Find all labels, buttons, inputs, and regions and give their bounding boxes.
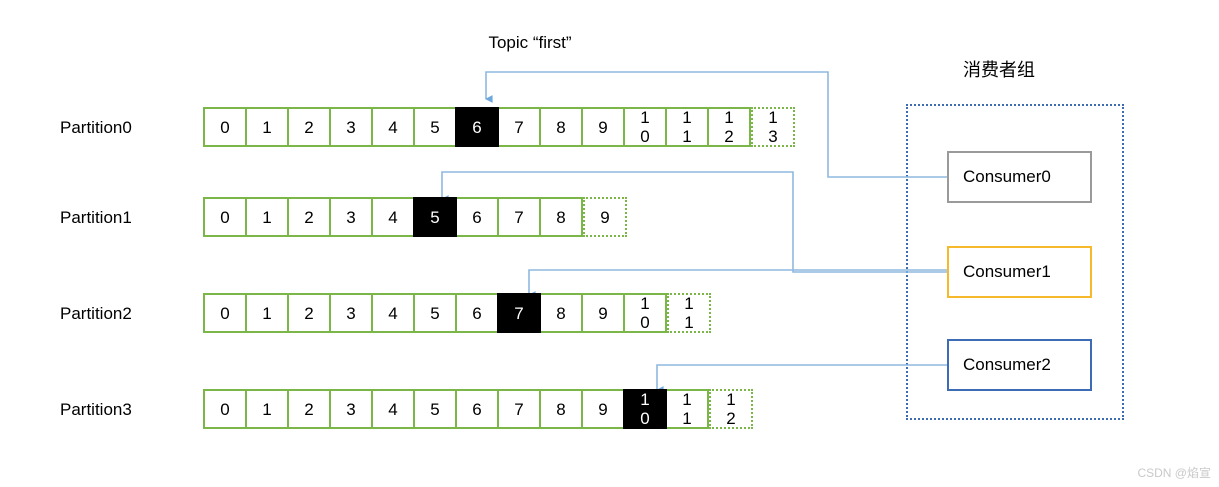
partition-cell: 0 [203,293,247,333]
partition-cell: 7 [497,107,541,147]
cell-digit: 1 [640,390,650,409]
cell-digit: 0 [640,127,650,146]
cell-digit: 0 [640,409,650,428]
partition-cell: 5 [413,293,457,333]
cell-digit: 1 [684,294,694,313]
cell-digit: 1 [640,108,650,127]
partition-cell: 8 [539,293,583,333]
cell-digit: 1 [768,108,778,127]
partition-cell: 2 [287,197,331,237]
partition-cell: 4 [371,293,415,333]
partition-cell: 6 [455,107,499,147]
partition-cell: 5 [413,197,457,237]
consumer-label-1: Consumer1 [963,262,1051,281]
cell-digit: 2 [726,409,736,428]
topic-title: Topic “first” [488,33,572,52]
consumer-label-0: Consumer0 [963,167,1051,186]
partition-cell: 3 [329,389,373,429]
consumer-box-2[interactable]: Consumer2 [947,339,1092,391]
partition-cell: 6 [455,197,499,237]
cell-digit: 1 [682,108,692,127]
partition-cell: 9 [581,389,625,429]
partition-cell: 0 [203,107,247,147]
partition-cell: 9 [583,197,627,237]
cell-digit: 1 [682,409,692,428]
partition-cell: 1 [245,389,289,429]
connector-consumer2-partition3 [656,364,947,394]
partition-cell: 2 [287,389,331,429]
partition-cell: 4 [371,197,415,237]
partition-cell: 8 [539,107,583,147]
partition-cell: 0 [203,389,247,429]
partition-cell: 4 [371,107,415,147]
partition-cell: 1 [245,197,289,237]
partition-cell: 0 [203,197,247,237]
consumer-box-1[interactable]: Consumer1 [947,246,1092,298]
cell-digit: 1 [640,294,650,313]
partition-cell: 9 [581,107,625,147]
partition-cell: 1 [245,107,289,147]
partition-cell: 4 [371,389,415,429]
partition-cell: 7 [497,293,541,333]
cell-digit: 3 [768,127,778,146]
partition-cell: 6 [455,293,499,333]
watermark: CSDN @焰宣 [1137,466,1211,480]
partition-cell: 6 [455,389,499,429]
cell-digit: 1 [682,127,692,146]
partition-cell: 3 [329,293,373,333]
partition-cell: 8 [539,389,583,429]
connector-consumer1-partition2 [528,269,947,299]
partition-cell: 2 [287,293,331,333]
cell-digit: 1 [726,390,736,409]
partition-label-1: Partition1 [60,208,132,227]
partition-cell: 3 [329,197,373,237]
consumer-label-2: Consumer2 [963,355,1051,374]
partition-label-3: Partition3 [60,400,132,419]
partition-label-2: Partition2 [60,304,132,323]
cell-digit: 1 [682,390,692,409]
cell-digit: 0 [640,313,650,332]
cell-digit: 2 [724,127,734,146]
partition-cell: 1 [245,293,289,333]
consumer-box-0[interactable]: Consumer0 [947,151,1092,203]
partition-cell: 3 [329,107,373,147]
partition-cell: 9 [581,293,625,333]
partition-cell: 7 [497,389,541,429]
partition-cell: 5 [413,107,457,147]
partition-cell: 7 [497,197,541,237]
consumer-group-title: 消费者组 [963,60,1035,80]
cell-digit: 1 [724,108,734,127]
partition-cell: 2 [287,107,331,147]
partition-label-0: Partition0 [60,118,132,137]
cell-digit: 1 [684,313,694,332]
partition-cell: 5 [413,389,457,429]
partition-cell: 8 [539,197,583,237]
